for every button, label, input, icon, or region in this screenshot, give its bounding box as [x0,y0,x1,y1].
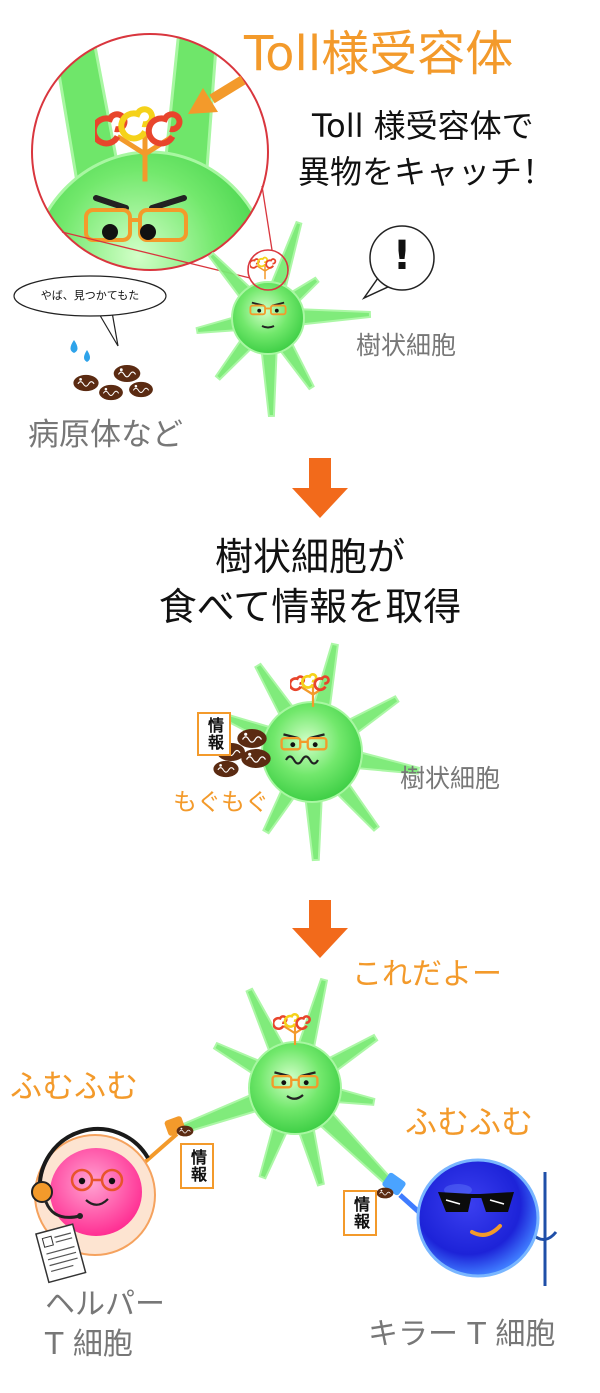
info-tag: 情報 [197,712,231,756]
dendritic-cell-2 [224,642,421,862]
killer-t-cell [416,1154,560,1286]
helper-reaction-text: ふむふむ [10,1067,139,1105]
cell-body [261,701,363,803]
pathogen-icon [113,364,141,383]
cell-body [231,281,305,355]
cell-mouth [286,1094,304,1100]
step2-text-line-1: 樹状細胞が [214,535,405,579]
cell-body [416,1158,540,1278]
pathogen-icon [212,760,240,778]
pointer-arrow-icon [188,75,246,114]
dendritic-cell-label-2: 樹状細胞 [400,764,501,793]
clipboard-icon [35,1223,87,1284]
helper-arm [143,1132,179,1164]
dendritic-cell-1 [195,220,372,418]
helper-t-label-line-2: T 細胞 [45,1327,133,1362]
catch-text-line-2: 異物をキャッチ！ [298,153,555,191]
chewing-mouth [285,755,319,765]
pathogens [72,364,154,401]
pathogen-speech-bubble [13,275,167,347]
cell-mouth [261,325,275,329]
round-glasses-icon [70,1168,124,1192]
down-arrow-icon [292,900,348,958]
pathogen-label: 病原体など [28,417,183,453]
sunglasses-icon [438,1192,514,1212]
helper-t-label-line-1: ヘルパー [45,1287,165,1322]
pathogen-icon [376,1187,394,1199]
step2-text-line-2: 食べて情報を取得 [158,585,462,629]
receptor-highlight-circle [247,249,289,291]
info-tag-helper: 情報 [180,1143,214,1189]
info-tag-killer: 情報 [343,1190,377,1236]
left-hand-with-pathogen [164,1116,194,1137]
cell-body [248,1041,342,1135]
toll-receptor-title: Toll様受容体 [244,26,514,82]
magnified-face [84,195,188,242]
pathogen-icon [236,728,268,749]
catch-text-line-1: Toll 様受容体で [312,107,534,145]
helper-t-cell [31,1127,179,1284]
pathogen-icon [98,384,124,401]
killer-t-label: キラー T 細胞 [368,1317,556,1352]
pathogen-speech-text: やば、見つかてもた [40,289,140,302]
pathogen-icon [240,748,272,769]
dendritic-cell-label-1: 樹状細胞 [356,331,457,360]
right-hand-with-pathogen [376,1172,422,1215]
pathogen-icon [72,374,100,392]
chewing-text: もぐもぐ [173,788,269,816]
cell-body [50,1148,142,1236]
dendritic-cell-3 [177,977,393,1187]
exclaim-text: ! [392,233,412,279]
presenting-text: これだよー [352,957,502,992]
down-arrow-icon [292,458,348,518]
pathogen-icon [176,1125,194,1137]
killer-reaction-text: ふむふむ [405,1103,534,1141]
toll-receptor-icon [250,256,277,280]
pathogen-icon [128,381,154,398]
exclaim-bubble [361,225,435,300]
sweat-drops-icon [70,340,90,362]
headset-icon [31,1127,150,1219]
